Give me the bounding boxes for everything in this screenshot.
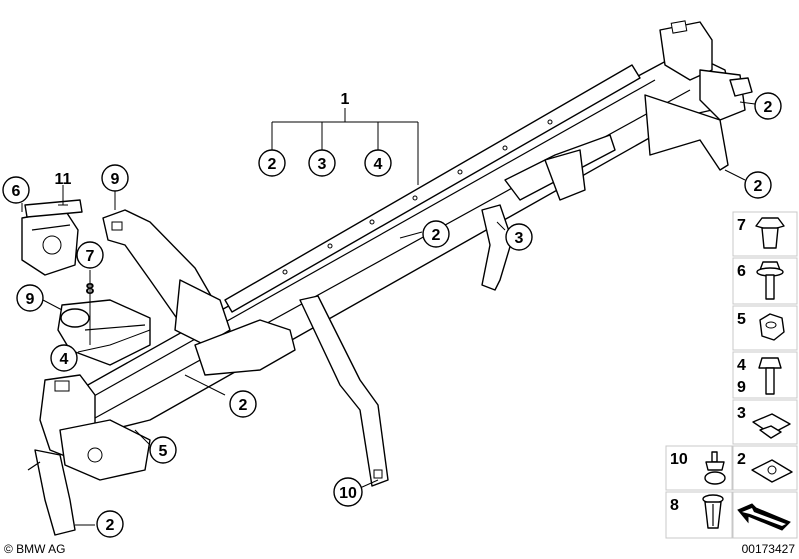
- callout-1: 1: [341, 91, 350, 108]
- hex-bolt-icon: [758, 357, 782, 395]
- svg-text:8: 8: [670, 497, 679, 514]
- legend-item: 3: [732, 399, 798, 445]
- callout-7: 7: [76, 241, 104, 269]
- leader-lines: [21, 101, 756, 526]
- expanding-rivet-icon: [702, 494, 724, 529]
- spring-nut-icon: [751, 459, 793, 483]
- legend-item: 2: [732, 445, 798, 491]
- svg-text:5: 5: [737, 311, 746, 328]
- fastener-legend: 7 6 5 4: [665, 211, 798, 539]
- callout-2: 2: [258, 149, 286, 177]
- callout-9: 9: [16, 284, 44, 312]
- callout-4: 4: [364, 149, 392, 177]
- svg-text:10: 10: [339, 485, 357, 502]
- steering-column-bracket: [102, 209, 296, 376]
- part-number: 00173427: [742, 542, 796, 556]
- legend-item: 8: [665, 491, 733, 539]
- center-support-strut: [299, 295, 389, 487]
- legend-item: 7: [732, 211, 798, 257]
- callout-8: 8: [86, 281, 95, 298]
- svg-text:2: 2: [268, 156, 277, 173]
- svg-text:2: 2: [764, 99, 773, 116]
- callout-2: 2: [422, 220, 450, 248]
- callout-2: 2: [754, 92, 782, 120]
- callouts: 1 2 3 4 2 2 3 2 11 6 9 7 8 9 4 2 5 10 2: [2, 91, 782, 538]
- svg-text:4: 4: [374, 156, 383, 173]
- svg-text:3: 3: [515, 230, 524, 247]
- svg-text:2: 2: [737, 451, 746, 468]
- right-support-bracket: [481, 134, 616, 291]
- callout-2: 2: [229, 390, 257, 418]
- svg-text:2: 2: [106, 517, 115, 534]
- svg-text:7: 7: [737, 217, 746, 234]
- direction-arrow-icon: [732, 491, 798, 539]
- svg-text:9: 9: [111, 171, 120, 188]
- legend-item: 5: [732, 305, 798, 351]
- air-duct: [57, 299, 151, 366]
- svg-text:3: 3: [318, 156, 327, 173]
- svg-text:9: 9: [26, 291, 35, 308]
- svg-text:4: 4: [737, 357, 746, 374]
- cross-beam: [69, 20, 753, 431]
- svg-text:3: 3: [737, 405, 746, 422]
- callout-9: 9: [101, 164, 129, 192]
- sleeve-nut-icon: [755, 217, 785, 249]
- callout-2: 2: [96, 510, 124, 538]
- stud-screw-icon: [704, 451, 726, 485]
- legend-item: 4 9: [732, 351, 798, 399]
- copyright-text: © BMW AG: [4, 542, 66, 556]
- callout-2: 2: [744, 171, 772, 199]
- legend-item: 10: [665, 445, 733, 491]
- svg-text:6: 6: [737, 263, 746, 280]
- callout-5: 5: [149, 436, 177, 464]
- holder-clip: [21, 199, 83, 276]
- callout-4: 4: [50, 344, 78, 372]
- svg-text:9: 9: [737, 379, 746, 396]
- svg-text:6: 6: [12, 183, 21, 200]
- svg-text:2: 2: [754, 178, 763, 195]
- flange-bolt-icon: [756, 261, 784, 300]
- svg-text:10: 10: [670, 451, 688, 468]
- svg-text:5: 5: [159, 443, 168, 460]
- left-end-bracket: [27, 374, 151, 536]
- svg-text:4: 4: [60, 351, 69, 368]
- svg-text:2: 2: [432, 227, 441, 244]
- callout-6: 6: [2, 176, 30, 204]
- hex-nut-icon: [759, 313, 785, 341]
- svg-text:2: 2: [239, 397, 248, 414]
- callout-10: 10: [333, 477, 363, 507]
- callout-3: 3: [505, 223, 533, 251]
- legend-item: 6: [732, 257, 798, 305]
- callout-11: 11: [55, 171, 72, 188]
- svg-text:7: 7: [86, 248, 95, 265]
- clip-nut-icon: [752, 413, 791, 439]
- callout-3: 3: [308, 149, 336, 177]
